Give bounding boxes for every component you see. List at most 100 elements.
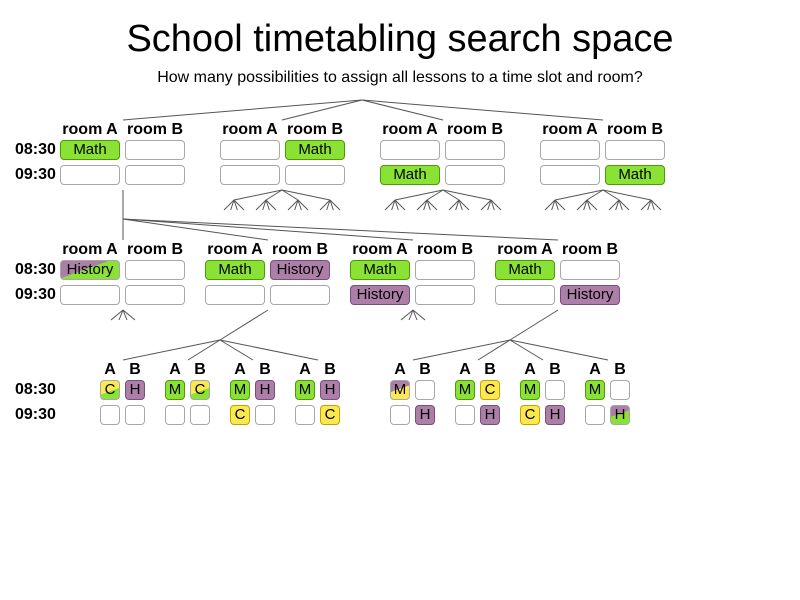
collapsed-edge — [326, 199, 331, 211]
timeslot-cell: H — [320, 380, 340, 400]
collapsed-edge — [400, 309, 414, 321]
time-label-0930: 09:30 — [15, 406, 56, 423]
collapsed-edge — [394, 199, 406, 211]
timeslot-cell — [545, 380, 565, 400]
room-label-b: B — [484, 361, 496, 378]
collapsed-edge — [554, 199, 566, 211]
timeslot-cell — [455, 405, 475, 425]
collapsed-edge — [618, 199, 630, 211]
collapsed-edge — [223, 199, 235, 211]
collapsed-edge — [487, 199, 492, 211]
timeslot-cell: C — [520, 405, 540, 425]
timeslot-cell: Math — [205, 260, 265, 280]
timeslot-cell: C — [480, 380, 500, 400]
room-label-a: A — [104, 361, 116, 378]
tree-edge — [509, 339, 544, 361]
tree-edge — [361, 99, 604, 121]
collapsed-edge — [650, 199, 655, 211]
collapsed-edge — [265, 199, 270, 211]
timeslot-cell: M — [165, 380, 185, 400]
timeslot-cell — [295, 405, 315, 425]
collapsed-edge — [490, 199, 502, 211]
collapsed-edge — [650, 199, 662, 211]
room-label-b: B — [614, 361, 626, 378]
room-label-b: room B — [417, 241, 473, 258]
timeslot-cell — [585, 405, 605, 425]
timeslot-cell: C — [100, 380, 120, 400]
tree-edge — [509, 339, 609, 361]
room-label-b: room B — [607, 121, 663, 138]
collapsed-edge — [615, 199, 620, 211]
collapsed-edge — [554, 199, 559, 211]
tree-edge — [281, 189, 299, 201]
timeslot-cell: H — [255, 380, 275, 400]
timeslot-cell — [560, 260, 620, 280]
timeslot-cell — [125, 285, 185, 305]
timeslot-cell: C — [190, 380, 210, 400]
room-label-b: B — [549, 361, 561, 378]
tree-edge — [477, 339, 511, 361]
timeslot-cell — [445, 165, 505, 185]
collapsed-edge — [426, 199, 438, 211]
timeslot-cell — [285, 165, 345, 185]
tree-edge — [586, 189, 604, 201]
tree-edge — [265, 189, 283, 201]
room-label-a: room A — [382, 121, 438, 138]
time-label-0930: 09:30 — [15, 166, 56, 183]
collapsed-edge — [394, 199, 399, 211]
timeslot-cell — [100, 405, 120, 425]
room-label-a: A — [524, 361, 536, 378]
tree-edge — [233, 189, 283, 201]
collapsed-edge — [255, 199, 267, 211]
collapsed-edge — [329, 199, 341, 211]
timeslot-cell: M — [520, 380, 540, 400]
tree-edge — [281, 189, 331, 201]
room-label-b: room B — [447, 121, 503, 138]
collapsed-edge — [297, 199, 302, 211]
timeslot-cell — [220, 165, 280, 185]
collapsed-edge — [640, 199, 652, 211]
room-label-b: room B — [127, 241, 183, 258]
tree-edge — [412, 339, 511, 361]
collapsed-edge — [647, 199, 652, 211]
timeslot-cell — [540, 165, 600, 185]
tree-edge — [554, 189, 604, 201]
collapsed-edge — [480, 199, 492, 211]
collapsed-edge — [294, 199, 299, 211]
room-label-a: A — [234, 361, 246, 378]
collapsed-edge — [583, 199, 588, 211]
tree-edge — [122, 218, 414, 241]
time-label-0830: 08:30 — [15, 381, 56, 398]
timeslot-cell — [220, 140, 280, 160]
tree-edge — [442, 189, 460, 201]
tree-edge — [219, 309, 269, 341]
tree-edge — [602, 189, 620, 201]
room-label-b: B — [129, 361, 141, 378]
timeslot-cell: M — [455, 380, 475, 400]
timeslot-cell — [605, 140, 665, 160]
timeslot-cell — [380, 140, 440, 160]
room-label-b: B — [419, 361, 431, 378]
timeslot-cell: M — [230, 380, 250, 400]
collapsed-edge — [423, 199, 428, 211]
timeslot-cell — [415, 260, 475, 280]
timeslot-cell — [610, 380, 630, 400]
collapsed-edge — [412, 309, 418, 321]
timeslot-cell — [495, 285, 555, 305]
tree-edge — [509, 309, 559, 341]
collapsed-edge — [265, 199, 277, 211]
timeslot-cell: H — [125, 380, 145, 400]
timeslot-cell — [445, 140, 505, 160]
timeslot-cell — [125, 165, 185, 185]
timeslot-cell: History — [270, 260, 330, 280]
room-label-a: room A — [497, 241, 553, 258]
timeslot-cell: H — [480, 405, 500, 425]
timeslot-cell — [270, 285, 330, 305]
room-label-a: A — [394, 361, 406, 378]
tree-edge — [187, 339, 221, 361]
tree-edge — [602, 189, 652, 201]
timeslot-cell: Math — [350, 260, 410, 280]
timeslot-cell — [190, 405, 210, 425]
diagram-title: School timetabling search space — [126, 18, 674, 60]
